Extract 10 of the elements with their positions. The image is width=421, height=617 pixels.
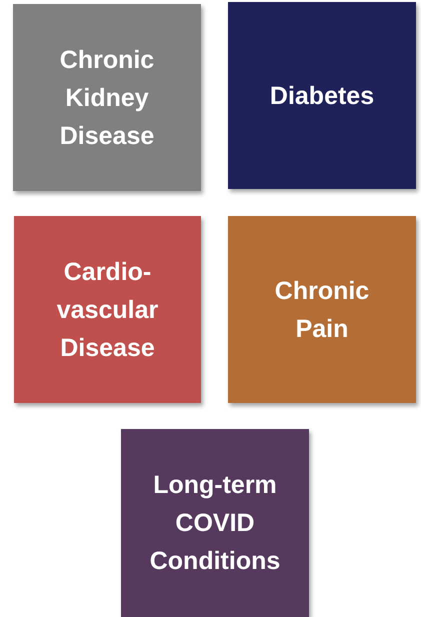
- tile-label: Diabetes: [270, 80, 374, 112]
- category-tile: [228, 2, 416, 189]
- tile-label: Chronic Pain: [274, 276, 370, 344]
- category-tile: [13, 4, 201, 191]
- category-tile: [14, 216, 201, 403]
- tile-label: Chronic Kidney Disease: [58, 44, 156, 152]
- category-tile: [121, 429, 309, 617]
- tile-label: Cardio-vascular Disease: [56, 256, 160, 364]
- category-tile: [228, 216, 416, 403]
- tile-label: Long-term COVID Conditions: [148, 470, 282, 577]
